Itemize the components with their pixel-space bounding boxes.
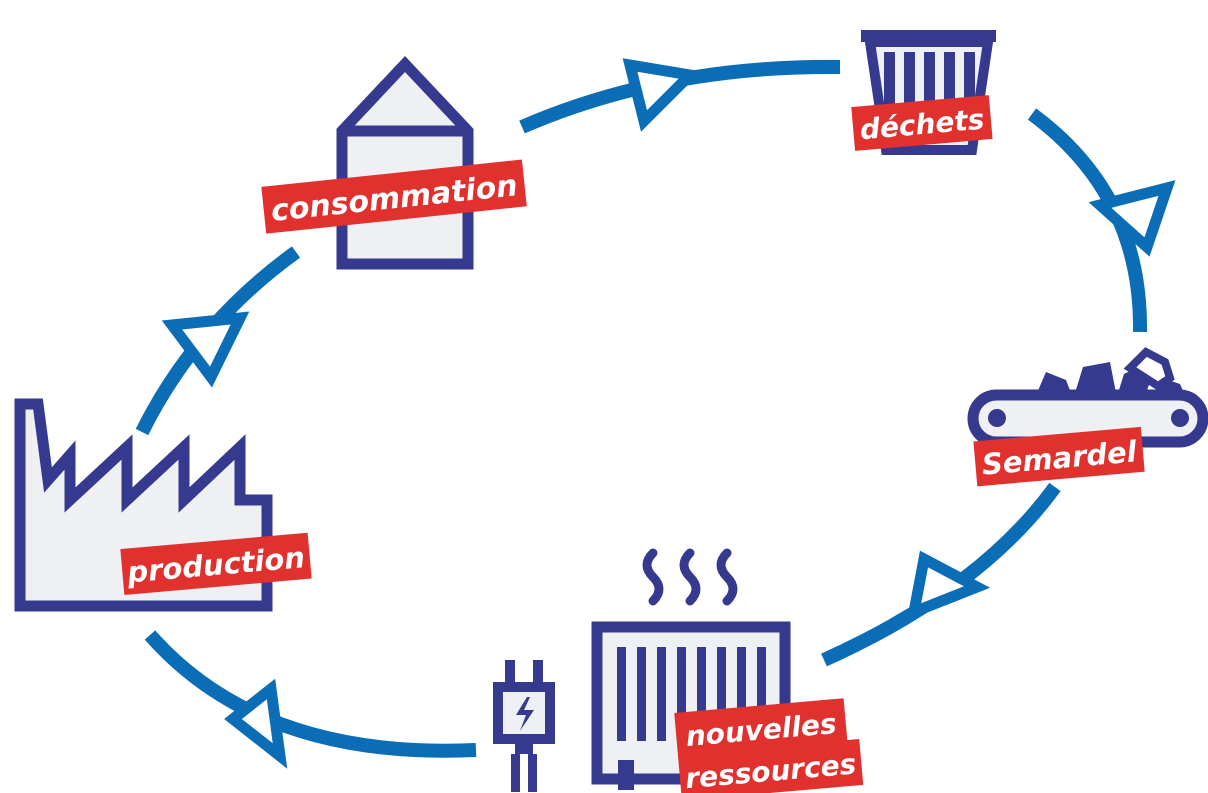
arc-ressources-to-production bbox=[144, 630, 477, 758]
dechets-label: déchets bbox=[851, 95, 993, 151]
conveyor-belt-icon bbox=[967, 347, 1208, 448]
arrowhead-3 bbox=[906, 550, 991, 621]
production-node: production bbox=[14, 398, 312, 612]
semardel-node: Semardel bbox=[967, 347, 1208, 487]
arrowhead-5 bbox=[161, 311, 250, 388]
arrowhead-4 bbox=[224, 678, 288, 769]
electric-plug-icon bbox=[493, 660, 555, 792]
semardel-label: Semardel bbox=[973, 426, 1145, 487]
dechets-node: déchets bbox=[851, 30, 996, 155]
heat-waves-icon bbox=[642, 548, 738, 606]
consommation-node: consommation bbox=[261, 55, 527, 270]
nouvelles-ressources-node: nouvelles ressources bbox=[493, 548, 864, 793]
house-icon bbox=[336, 55, 474, 270]
arrowhead-2 bbox=[1088, 180, 1176, 257]
nouvelles-ressources-label: nouvelles ressources bbox=[674, 698, 864, 793]
arrowhead-1 bbox=[622, 58, 702, 132]
production-label: production bbox=[120, 532, 312, 595]
arrowheads bbox=[161, 58, 1176, 769]
